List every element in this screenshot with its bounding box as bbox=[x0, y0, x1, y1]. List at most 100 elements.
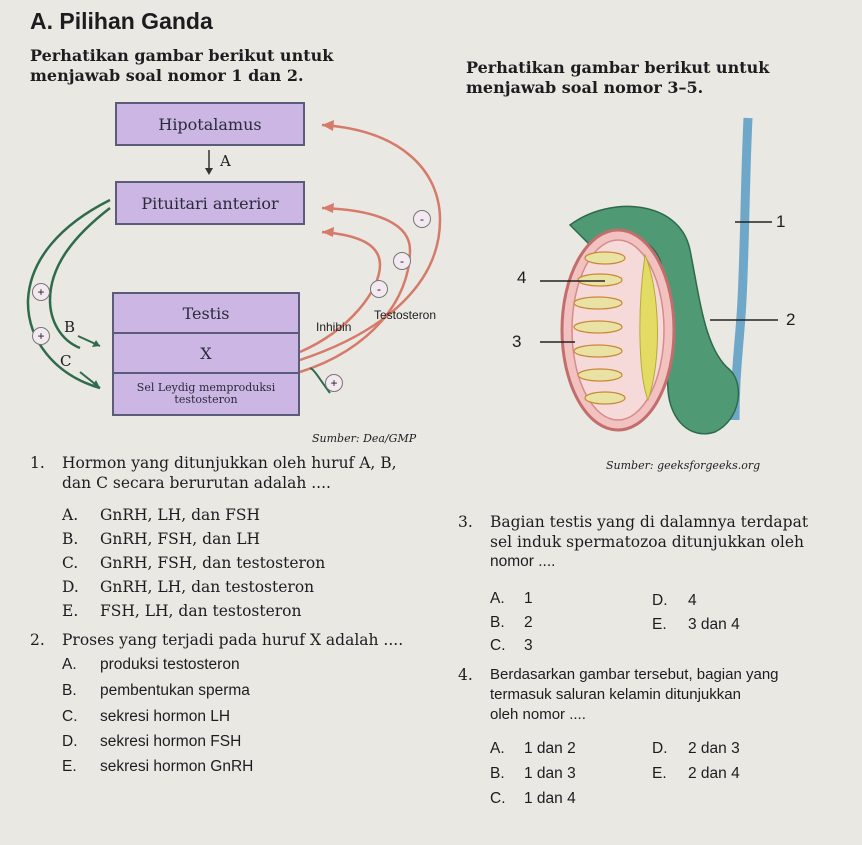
q1-option[interactable]: A.GnRH, LH, dan FSH bbox=[62, 506, 260, 524]
option-text: 1 dan 4 bbox=[524, 790, 576, 807]
q4-option[interactable]: A. 1 dan 2 bbox=[490, 740, 576, 758]
option-letter: A. bbox=[490, 740, 505, 757]
q1-option[interactable]: D. GnRH, LH, dan testosteron bbox=[62, 578, 314, 596]
testis-label: Testis bbox=[182, 303, 230, 323]
minus-sign: - bbox=[370, 280, 388, 298]
option-letter: D. bbox=[62, 578, 79, 596]
q1-option[interactable]: E. FSH, LH, dan testosteron bbox=[62, 602, 301, 620]
option-letter: E. bbox=[652, 616, 667, 633]
q1-option[interactable]: C. GnRH, FSH, dan testosteron bbox=[62, 554, 325, 572]
q4-number: 4. bbox=[458, 666, 473, 684]
left-intro-line: Perhatikan gambar berikut untuk bbox=[30, 46, 334, 65]
option-text: 2 dan 4 bbox=[688, 765, 740, 782]
label-1: 1 bbox=[776, 212, 786, 231]
testis-box: Testis bbox=[112, 292, 300, 334]
option-letter: E. bbox=[62, 602, 79, 620]
q3-stem: Bagian testis yang di dalamnya terdapat … bbox=[490, 512, 852, 572]
option-letter: A. bbox=[62, 506, 79, 524]
q2-option[interactable]: E.sekresi hormon GnRH bbox=[62, 758, 253, 776]
q4-stem-line: Berdasarkan gambar tersebut, bagian yang bbox=[490, 666, 779, 683]
option-letter: D. bbox=[62, 733, 78, 750]
q3-option[interactable]: C. 3 bbox=[490, 637, 533, 655]
x-label: X bbox=[200, 343, 212, 363]
q3-stem-line: nomor .... bbox=[490, 553, 556, 570]
q2-option[interactable]: D. sekresi hormon FSH bbox=[62, 733, 241, 751]
x-box: X bbox=[112, 334, 300, 374]
q4-option[interactable]: B. 1 dan 3 bbox=[490, 765, 576, 783]
q3-option[interactable]: E. 3 dan 4 bbox=[652, 616, 740, 634]
pituitary-label: Pituitari anterior bbox=[141, 193, 279, 213]
right-intro: Perhatikan gambar berikut untuk menjawab… bbox=[466, 58, 769, 98]
minus-sign: - bbox=[393, 252, 411, 270]
q2-stem: Proses yang terjadi pada huruf X adalah … bbox=[62, 631, 404, 649]
q3-option[interactable]: D. 4 bbox=[652, 592, 697, 610]
option-text: GnRH, LH, dan testosteron bbox=[100, 578, 315, 596]
option-letter: E. bbox=[652, 765, 667, 782]
option-text: pembentukan sperma bbox=[100, 682, 250, 699]
option-text: produksi testosteron bbox=[100, 656, 240, 673]
q3-option[interactable]: B. 2 bbox=[490, 614, 533, 632]
option-text: GnRH, FSH, dan LH bbox=[100, 530, 261, 548]
diagram1-source: Sumber: Dea/GMP bbox=[312, 432, 417, 445]
option-letter: A. bbox=[62, 656, 77, 673]
q4-option[interactable]: D. 2 dan 3 bbox=[652, 740, 740, 758]
option-text: 1 dan 3 bbox=[524, 765, 576, 782]
option-text: 3 dan 4 bbox=[688, 616, 740, 633]
q4-stem-line: termasuk saluran kelamin ditunjukkan bbox=[490, 686, 741, 703]
option-text: FSH, LH, dan testosteron bbox=[100, 602, 302, 620]
hypothalamus-box: Hipotalamus bbox=[115, 102, 305, 146]
diagram2-source: Sumber: geeksforgeeks.org bbox=[606, 459, 761, 472]
q1-stem-line: dan C secara berurutan adalah .... bbox=[62, 474, 331, 492]
plus-sign: + bbox=[325, 374, 343, 392]
label-2: 2 bbox=[786, 310, 796, 329]
q2-number: 2. bbox=[30, 631, 45, 649]
option-text: sekresi hormon GnRH bbox=[100, 758, 254, 775]
option-letter: B. bbox=[490, 765, 505, 782]
label-b: B bbox=[64, 318, 76, 336]
option-letter: D. bbox=[652, 592, 668, 609]
option-letter: C. bbox=[490, 637, 506, 654]
option-letter: B. bbox=[490, 614, 505, 631]
q4-option[interactable]: C. 1 dan 4 bbox=[490, 790, 576, 808]
leydig-line: testosteron bbox=[174, 393, 238, 406]
pituitary-box: Pituitari anterior bbox=[115, 181, 305, 225]
q2-option[interactable]: C.sekresi hormon LH bbox=[62, 708, 230, 726]
minus-sign: - bbox=[413, 210, 431, 228]
q2-option[interactable]: A. produksi testosteron bbox=[62, 656, 240, 674]
option-text: 1 bbox=[524, 590, 533, 607]
option-text: 4 bbox=[688, 592, 697, 609]
label-a: A bbox=[220, 152, 231, 170]
q3-stem-line: Bagian testis yang di dalamnya terdapat bbox=[490, 513, 809, 531]
q2-option[interactable]: B.pembentukan sperma bbox=[62, 682, 250, 700]
q1-number: 1. bbox=[30, 454, 45, 472]
plus-sign: + bbox=[32, 283, 50, 301]
q3-option[interactable]: A. 1 bbox=[490, 590, 533, 608]
label-3: 3 bbox=[512, 332, 522, 351]
label-c: C bbox=[60, 352, 72, 370]
hypothalamus-label: Hipotalamus bbox=[158, 114, 262, 134]
option-text: sekresi hormon FSH bbox=[100, 733, 242, 750]
option-letter: A. bbox=[490, 590, 505, 607]
option-text: 3 bbox=[524, 637, 533, 654]
option-letter: B. bbox=[62, 530, 79, 548]
option-letter: C. bbox=[490, 790, 506, 807]
q1-stem-line: Hormon yang ditunjukkan oleh huruf A, B, bbox=[62, 454, 397, 472]
option-letter: D. bbox=[652, 740, 668, 757]
q4-stem-line: oleh nomor .... bbox=[490, 706, 586, 723]
option-text: 1 dan 2 bbox=[524, 740, 576, 757]
q4-option[interactable]: E. 2 dan 4 bbox=[652, 765, 740, 783]
leydig-box: Sel Leydig memproduksi testosteron bbox=[112, 374, 300, 416]
inhibin-label: Inhibin bbox=[316, 320, 352, 334]
q1-option[interactable]: B. GnRH, FSH, dan LH bbox=[62, 530, 260, 548]
option-text: 2 bbox=[524, 614, 533, 631]
option-letter: C. bbox=[62, 554, 79, 572]
option-letter: C. bbox=[62, 708, 78, 725]
testosteron-label: Testosteron bbox=[374, 308, 437, 322]
right-intro-line: menjawab soal nomor 3–5. bbox=[466, 78, 704, 97]
section-title: A. Pilihan Ganda bbox=[30, 8, 213, 34]
left-intro: Perhatikan gambar berikut untuk menjawab… bbox=[30, 46, 333, 86]
option-text: GnRH, FSH, dan testosteron bbox=[100, 554, 326, 572]
option-text: 2 dan 3 bbox=[688, 740, 740, 757]
q3-number: 3. bbox=[458, 513, 473, 531]
label-4: 4 bbox=[517, 268, 527, 287]
